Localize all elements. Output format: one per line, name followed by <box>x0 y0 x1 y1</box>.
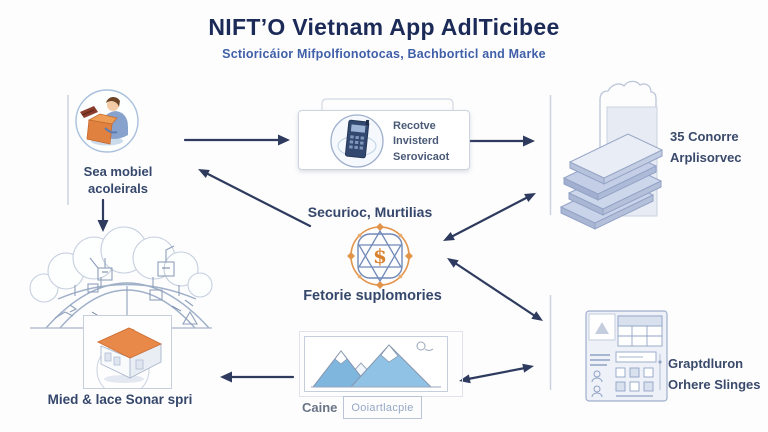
hub-bottom-label: Fetorie suplomories <box>303 288 442 304</box>
mountains-illustration <box>311 341 441 388</box>
bridge-landscape-sketch <box>29 226 213 329</box>
worker-label-line2: acoleirals <box>88 181 148 197</box>
form-line1: Graptdluron <box>668 356 744 371</box>
worker-node <box>72 88 142 154</box>
page-subtitle: Sctioricáior Mifpolfionotocas, Bachborti… <box>222 47 546 61</box>
card-top-outline <box>321 98 454 110</box>
mountains-tagbox: Ooiartlacpie <box>343 396 422 419</box>
mountains-card <box>304 336 448 392</box>
form-line2: Orhere Slinges <box>668 376 761 392</box>
page-title: NIFT’O Vietnam App AdlTicibee <box>208 14 560 40</box>
house-label: Mied & lace Sonar spri <box>47 392 193 407</box>
receive-card: Recotve Invisterd Serovicaot <box>298 110 470 170</box>
network-hub-node: $ <box>345 221 415 291</box>
layers-line1: 35 Conorre <box>670 129 739 144</box>
form-label: Graptdluron Orhere Slinges <box>668 354 768 396</box>
form-node <box>585 310 668 402</box>
device-globe-icon <box>330 114 384 168</box>
hub-center-glyph: $ <box>373 244 387 268</box>
mountains-tag-text: Ooiartlacpie <box>351 402 414 414</box>
worker-label-line1: Sea mobiel <box>83 164 153 179</box>
receive-line2: Invisterd <box>393 135 439 148</box>
receive-line3: Serovicaot <box>393 150 450 163</box>
stacked-layers-icon <box>559 80 664 230</box>
hub-top-label: Securioc, Murtilias <box>307 204 433 220</box>
receive-line1: Recotve <box>393 120 436 132</box>
mountains-caption-row: Caine Ooiartlacpie <box>302 396 422 419</box>
layers-label: 35 Conorre Arplisorvec <box>670 127 766 169</box>
person-unpacking-box-icon <box>75 89 139 153</box>
receive-card-text: Recotve Invisterd Serovicaot <box>393 119 449 165</box>
form-spreadsheet-icon <box>585 310 668 402</box>
house-card <box>83 315 172 397</box>
mountains-caption: Caine <box>302 400 338 415</box>
layers-line2: Arplisorvec <box>670 149 742 165</box>
isometric-house-icon <box>96 327 163 397</box>
worker-label: Sea mobiel acoleirals <box>48 163 188 197</box>
network-orbit-icon: $ <box>347 223 413 289</box>
